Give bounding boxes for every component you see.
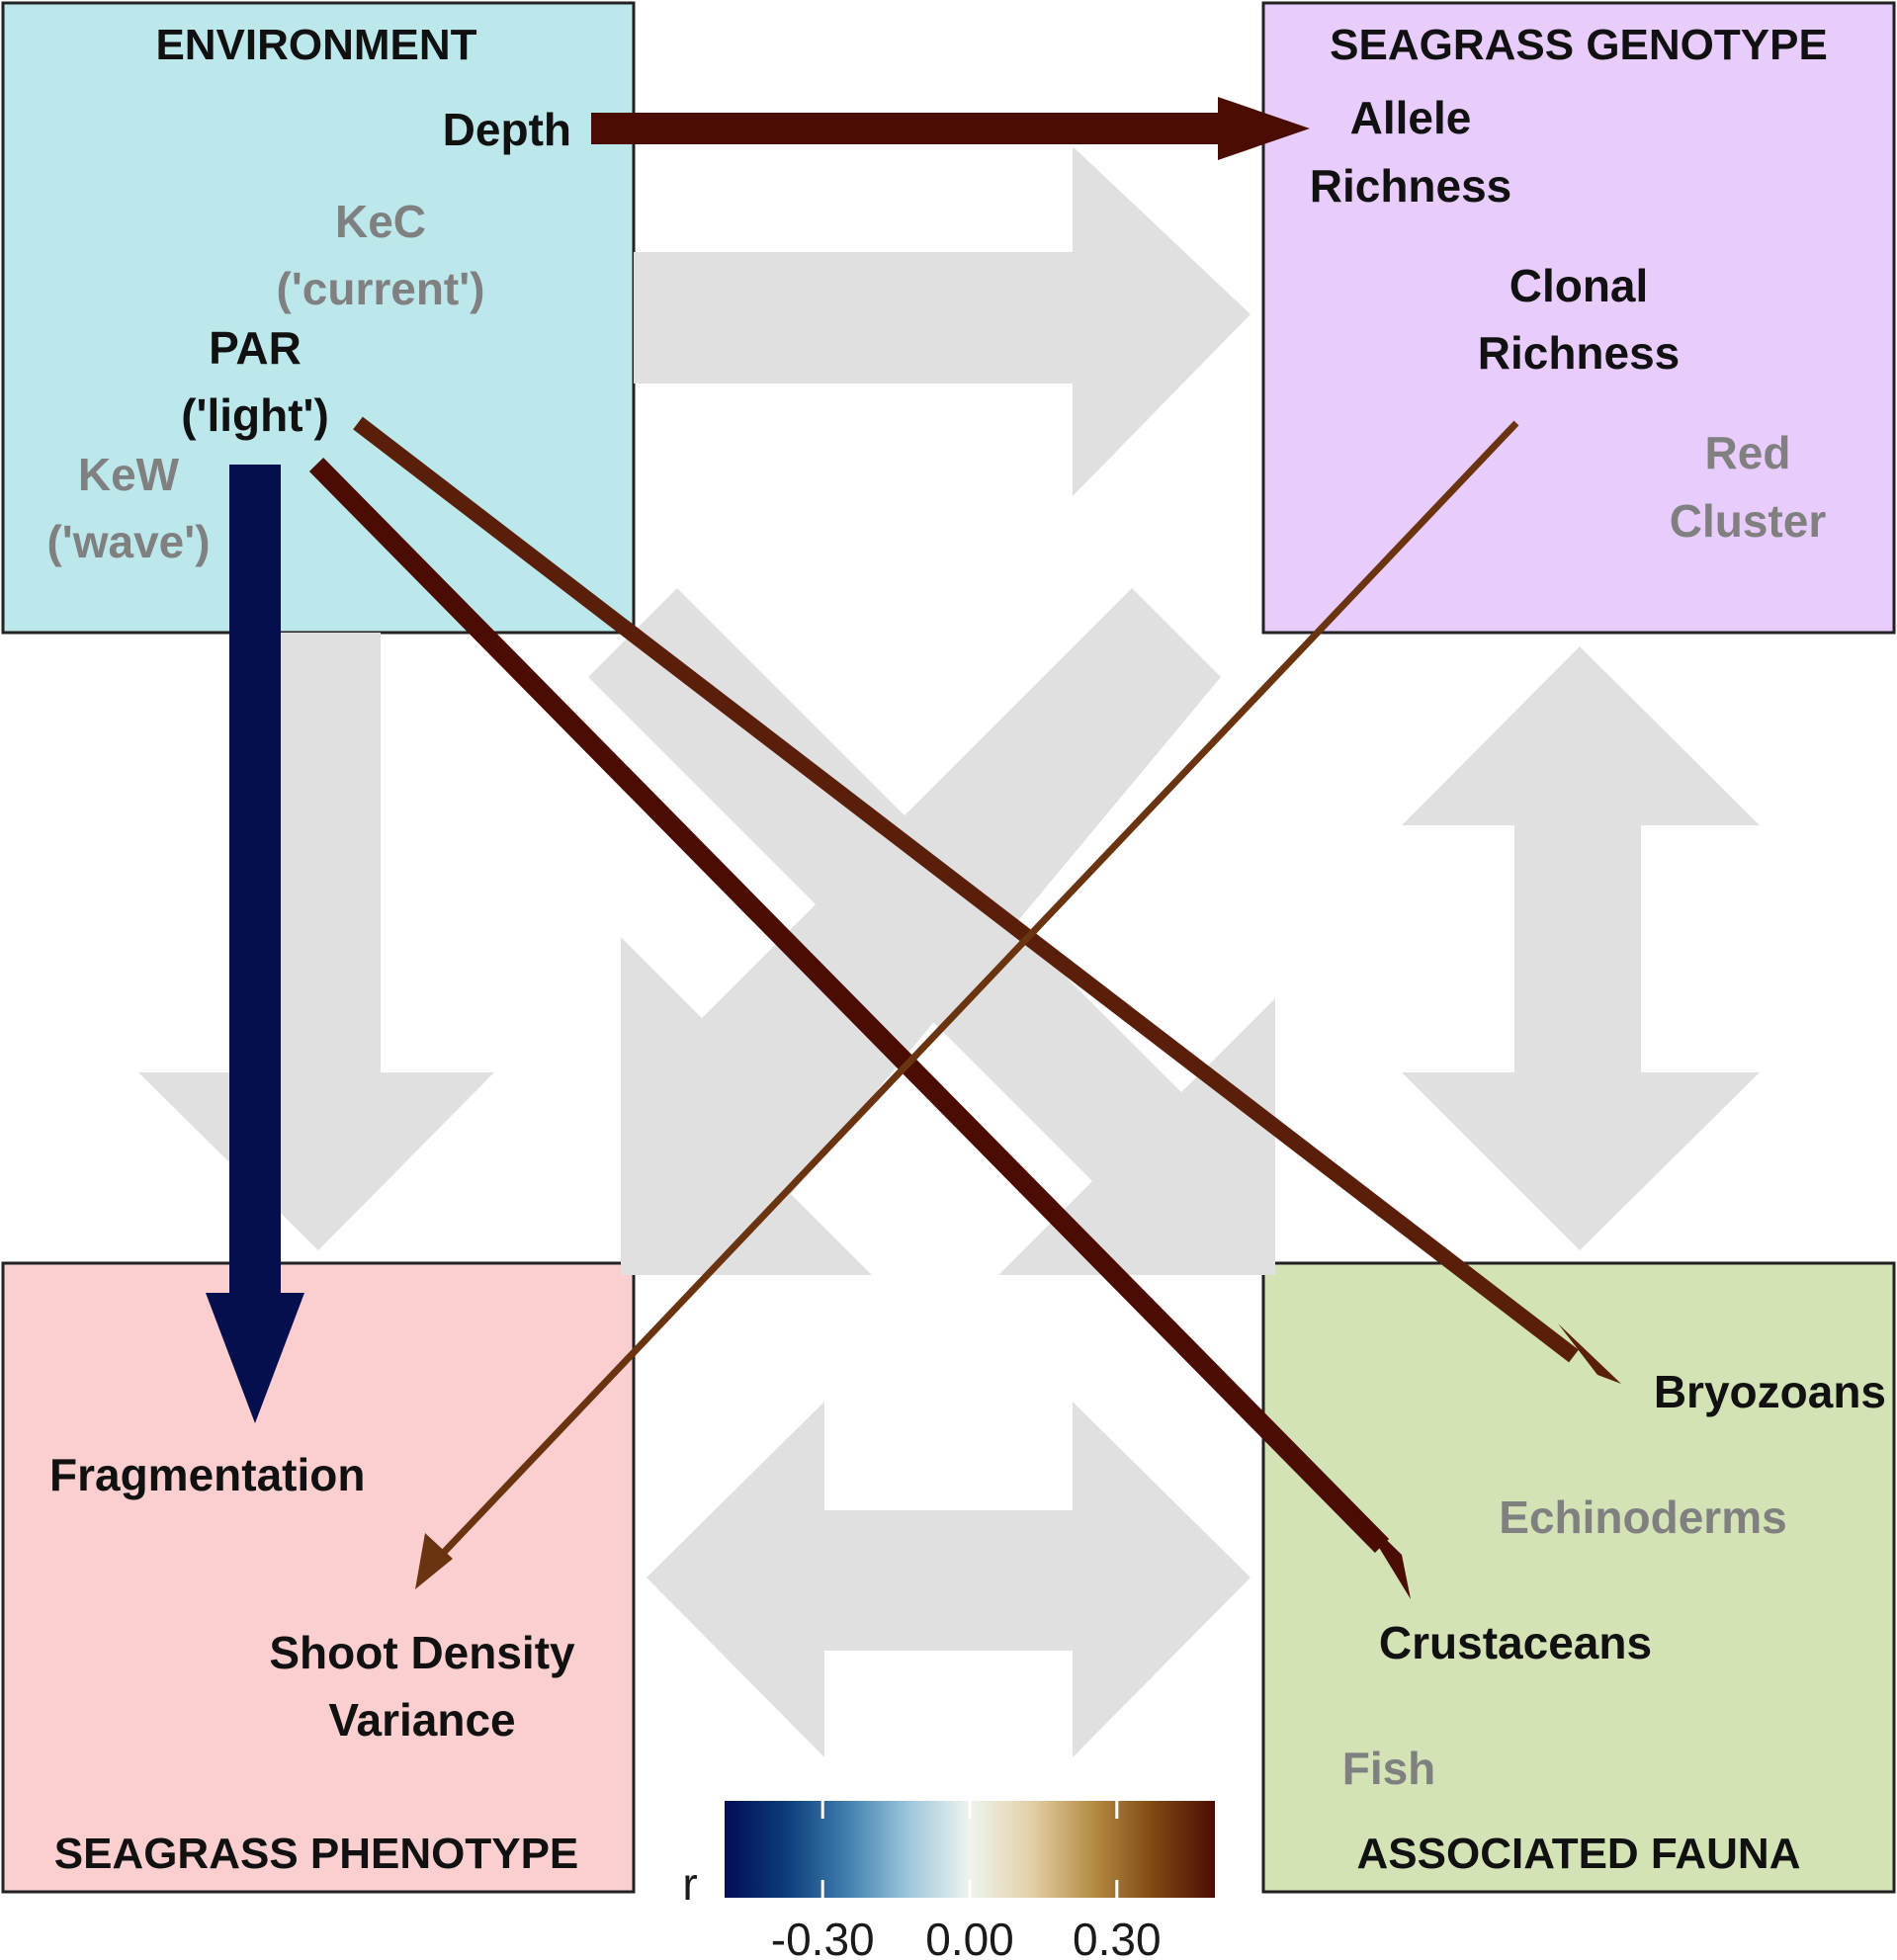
color-legend: r -0.30 0.00 0.30 [682, 1801, 1215, 1960]
edge-clonal-richness-to-shoot-density-head [415, 1533, 453, 1589]
bg-arrow-phenotype-genotype [647, 1402, 1250, 1757]
edge-par-to-fragmentation-head [206, 1293, 304, 1423]
node-echinoderms: Echinoderms [1499, 1491, 1786, 1543]
legend-tick-label: 0.00 [925, 1914, 1014, 1960]
node-kew-line2: ('wave') [46, 516, 210, 567]
genotype-box [1261, 1, 1896, 635]
bg-arrow-environment-to-phenotype [138, 633, 494, 1250]
node-fish: Fish [1342, 1743, 1436, 1794]
legend-tick-label: 0.30 [1073, 1914, 1162, 1960]
node-clonal-richness-line2: Richness [1478, 327, 1681, 379]
phenotype-title: SEAGRASS PHENOTYPE [54, 1830, 579, 1878]
node-red-cluster-line2: Cluster [1670, 495, 1827, 547]
node-allele-richness-line1: Allele [1350, 92, 1472, 143]
phenotype-box [1, 1261, 636, 1894]
edge-par-to-crustaceans [308, 457, 1390, 1554]
node-fragmentation: Fragmentation [49, 1449, 365, 1500]
edges [206, 97, 1621, 1599]
node-crustaceans: Crustaceans [1379, 1617, 1652, 1668]
legend-label: r [682, 1858, 697, 1910]
legend-ticks: -0.30 0.00 0.30 [771, 1801, 1162, 1960]
node-bryozoans: Bryozoans [1654, 1366, 1886, 1417]
environment-box [1, 1, 636, 635]
node-shoot-density-line2: Variance [328, 1694, 515, 1746]
node-allele-richness-line2: Richness [1310, 160, 1512, 212]
bg-arrow-environment-to-genotype [634, 146, 1250, 496]
edge-par-to-bryozoans [353, 416, 1579, 1363]
edge-depth-to-allele-richness-head [1218, 97, 1310, 160]
fauna-title: ASSOCIATED FAUNA [1357, 1830, 1801, 1878]
environment-title: ENVIRONMENT [155, 21, 476, 69]
legend-tick-label: -0.30 [771, 1914, 875, 1960]
edge-par-to-crustaceans-head [1356, 1510, 1411, 1599]
node-kew-line1: KeW [78, 449, 180, 500]
bg-arrow-fauna-genotype [1402, 646, 1760, 1250]
genotype-title: SEAGRASS GENOTYPE [1330, 21, 1828, 69]
node-kec-line1: KeC [335, 196, 426, 247]
node-par-line2: ('light') [181, 389, 329, 441]
node-par-line1: PAR [209, 322, 302, 374]
background-arrows [138, 146, 1760, 1757]
edge-clonal-richness-to-shoot-density [432, 420, 1519, 1565]
fauna-box [1261, 1261, 1896, 1894]
node-depth: Depth [443, 104, 571, 155]
node-shoot-density-line1: Shoot Density [269, 1627, 575, 1678]
edge-par-to-bryozoans-head [1558, 1323, 1621, 1384]
bg-arrow-genotype-to-phenotype [621, 588, 1221, 1275]
node-red-cluster-line1: Red [1705, 427, 1791, 478]
node-kec-line2: ('current') [277, 263, 485, 314]
node-clonal-richness-line1: Clonal [1509, 260, 1649, 311]
